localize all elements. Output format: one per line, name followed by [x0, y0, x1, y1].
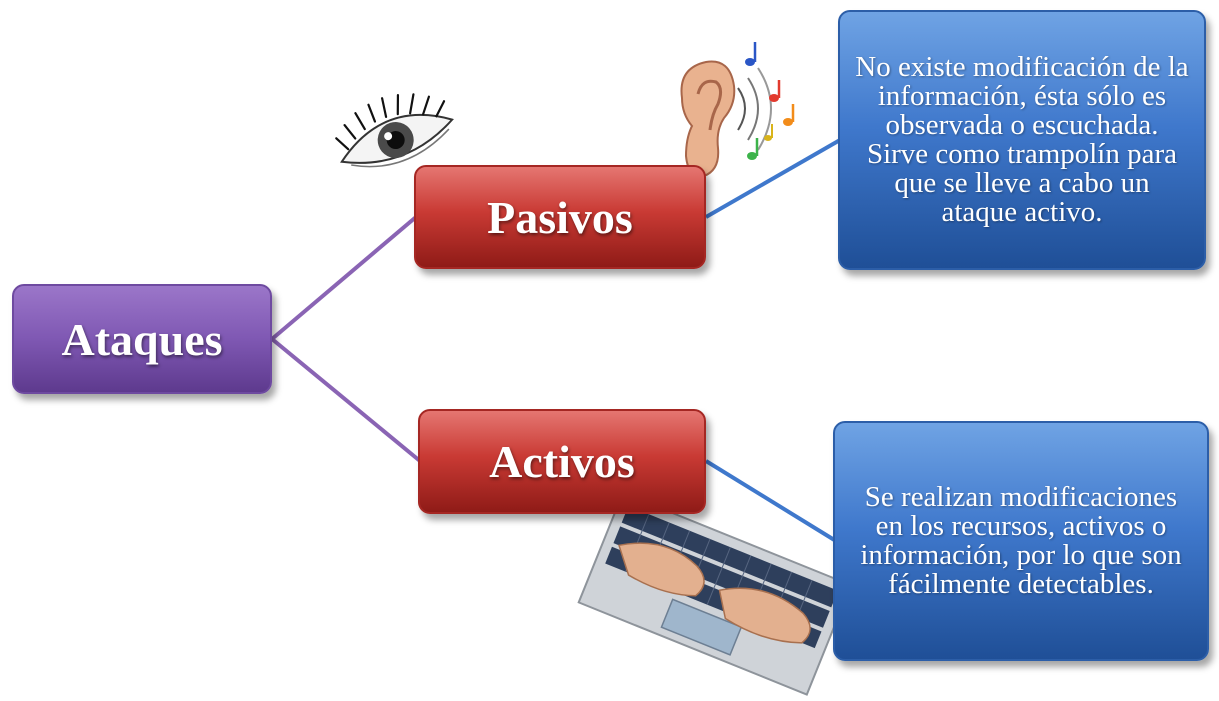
node-pasivos-label: Pasivos: [487, 191, 633, 243]
description-pasivos: No existe modificación de la información…: [838, 10, 1206, 270]
node-ataques: Ataques: [12, 284, 272, 394]
node-activos-label: Activos: [489, 436, 635, 487]
connector-root-activos: [270, 337, 422, 463]
node-ataques-label: Ataques: [61, 313, 223, 365]
description-pasivos-text: No existe modificación de la información…: [855, 51, 1189, 228]
keyboard-hands-icon: [577, 491, 853, 696]
description-activos-text: Se realizan modificaciones en los recurs…: [860, 481, 1182, 600]
node-pasivos: Pasivos: [414, 165, 706, 269]
connector-activos-description: [704, 459, 838, 543]
node-activos: Activos: [418, 409, 706, 514]
connector-pasivos-description: [705, 138, 841, 219]
description-activos: Se realizan modificaciones en los recurs…: [833, 421, 1209, 661]
ear-music-icon: [680, 42, 795, 178]
eye-icon: [335, 93, 454, 168]
connector-root-pasivos: [270, 215, 418, 341]
